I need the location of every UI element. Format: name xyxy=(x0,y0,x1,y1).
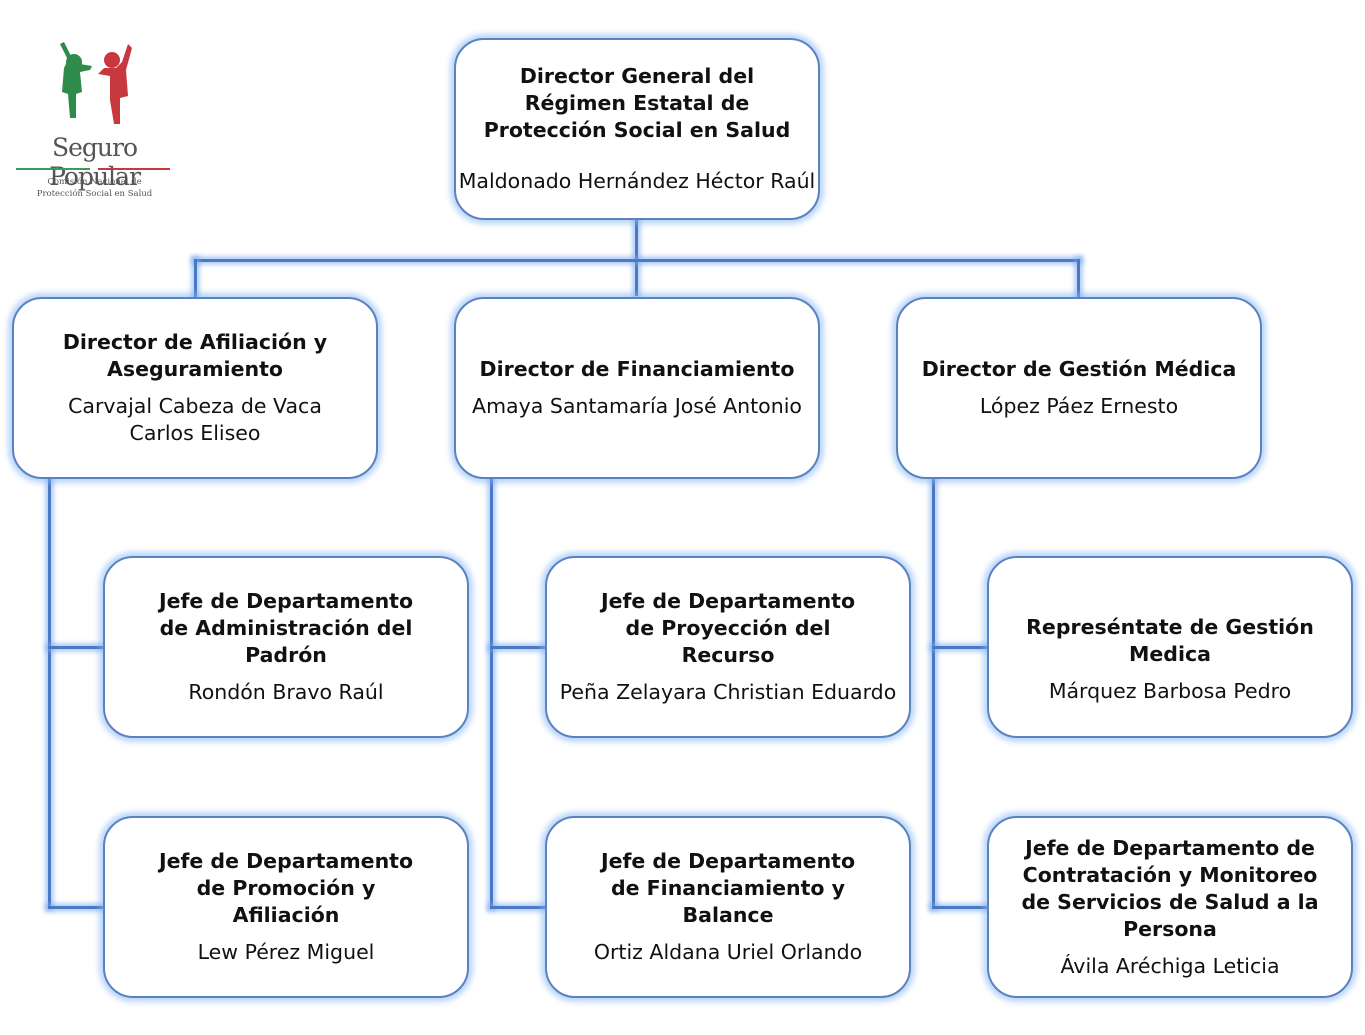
node-title: Jefe de Departamento de Contratación y M… xyxy=(1021,835,1319,941)
connector-contratacion xyxy=(932,906,988,909)
node-director-financiamiento: Director de Financiamiento Amaya Santama… xyxy=(454,297,820,479)
node-jefe-balance: Jefe de Departamento de Financiamiento y… xyxy=(545,816,911,998)
connector-root-down xyxy=(635,218,638,296)
node-jefe-proyeccion: Jefe de Departamento de Proyección del R… xyxy=(545,556,911,738)
logo-subtitle-1: Comisión Nacional de xyxy=(47,177,142,187)
connector-padron xyxy=(48,646,104,649)
node-title: Represéntate de Gestión Medica xyxy=(1026,615,1314,666)
connector-representante xyxy=(932,646,988,649)
connector-proyeccion xyxy=(490,646,546,649)
node-person: Ortiz Aldana Uriel Orlando xyxy=(593,940,863,964)
node-person: Lew Pérez Miguel xyxy=(197,940,375,964)
logo-subtitle-2: Protección Social en Salud xyxy=(36,189,153,199)
node-person: López Páez Ernesto xyxy=(979,394,1179,418)
node-title: Director de Gestión Médica xyxy=(921,357,1237,381)
logo-wordmark: Seguro Popular xyxy=(49,133,141,191)
node-title: Director de Financiamiento xyxy=(479,357,795,381)
node-title: Director General del Régimen Estatal de … xyxy=(483,64,791,142)
connector-promocion xyxy=(48,906,104,909)
node-person: Márquez Barbosa Pedro xyxy=(1048,679,1292,703)
node-representante-gestion: Represéntate de Gestión Medica Márquez B… xyxy=(987,556,1353,738)
node-title: Director de Afiliación y Aseguramiento xyxy=(62,330,328,381)
connector-afiliacion-trunk xyxy=(48,478,51,908)
node-jefe-padron: Jefe de Departamento de Administración d… xyxy=(103,556,469,738)
node-title: Jefe de Departamento de Promoción y Afil… xyxy=(158,849,414,927)
node-person: Rondón Bravo Raúl xyxy=(188,680,384,704)
node-person: Ávila Aréchiga Leticia xyxy=(1060,953,1280,978)
logo-rule-red xyxy=(98,168,170,170)
node-person: Carvajal Cabeza de Vaca Carlos Eliseo xyxy=(68,394,322,445)
connector-gestion-trunk xyxy=(932,478,935,908)
node-person: Peña Zelayara Christian Eduardo xyxy=(559,680,897,704)
node-jefe-contratacion: Jefe de Departamento de Contratación y M… xyxy=(987,816,1353,998)
node-director-general: Director General del Régimen Estatal de … xyxy=(454,38,820,220)
node-jefe-promocion: Jefe de Departamento de Promoción y Afil… xyxy=(103,816,469,998)
children-figures-icon xyxy=(60,42,132,124)
node-director-afiliacion: Director de Afiliación y Aseguramiento C… xyxy=(12,297,378,479)
connector-financiamiento-trunk xyxy=(490,478,493,908)
node-person: Amaya Santamaría José Antonio xyxy=(472,394,802,418)
connector-to-gestion xyxy=(1077,259,1080,297)
node-title: Jefe de Departamento de Financiamiento y… xyxy=(600,849,856,927)
connector-balance xyxy=(490,906,546,909)
seguro-popular-logo: Seguro Popular Comisión Nacional de Prot… xyxy=(12,40,177,205)
connector-to-afiliacion xyxy=(194,259,197,297)
node-person: Maldonado Hernández Héctor Raúl xyxy=(458,169,816,193)
node-director-gestion-medica: Director de Gestión Médica López Páez Er… xyxy=(896,297,1262,479)
connector-horizontal-top xyxy=(194,259,1080,262)
logo-rule-green xyxy=(16,168,90,170)
node-title: Jefe de Departamento de Proyección del R… xyxy=(600,589,856,667)
node-title: Jefe de Departamento de Administración d… xyxy=(158,589,414,667)
